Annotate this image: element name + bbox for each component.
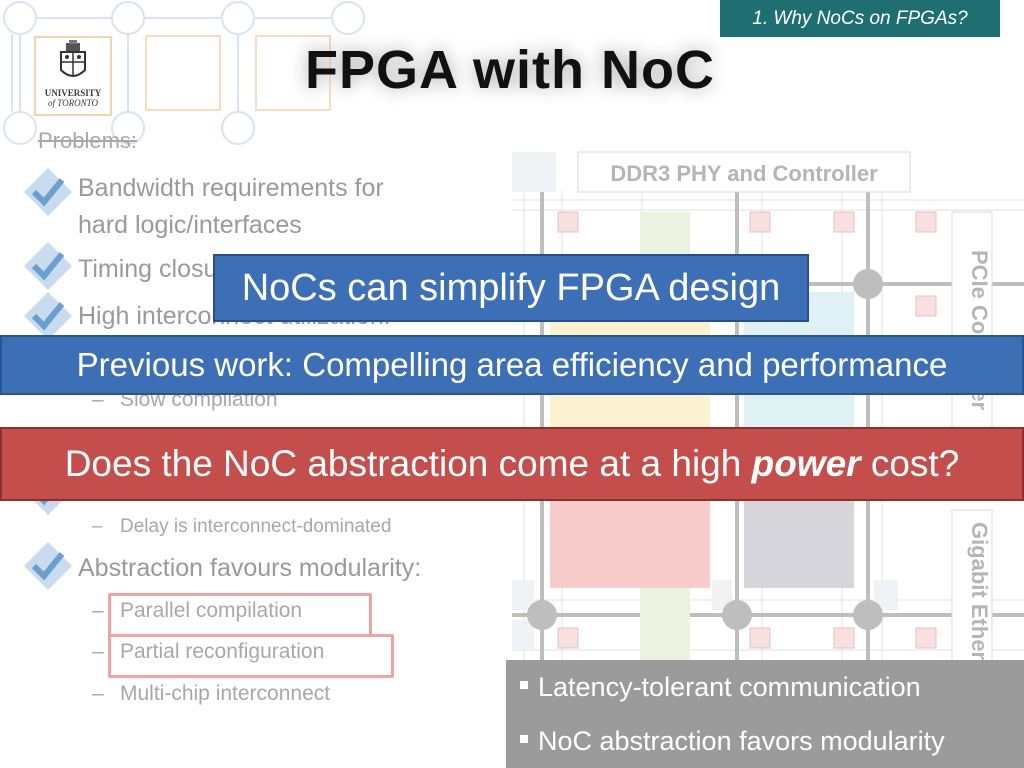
sub-delay: –Delay is interconnect-dominated bbox=[92, 516, 391, 538]
banner-simplify: NoCs can simplify FPGA design bbox=[213, 254, 809, 322]
university-logo: UNIVERSITY of TORONTO bbox=[34, 36, 112, 116]
section-tag: 1. Why NoCs on FPGAs? bbox=[720, 0, 1000, 37]
dash: – bbox=[92, 640, 104, 663]
checkmark-icon bbox=[24, 292, 72, 340]
summary-item-latency-text: Latency-tolerant communication bbox=[538, 672, 921, 702]
ddr-label: DDR3 PHY and Controller bbox=[610, 161, 878, 186]
sub-partial-reconfiguration: –Partial reconfiguration bbox=[92, 640, 324, 664]
bullet-abstraction-modularity: Abstraction favours modularity: bbox=[78, 554, 422, 582]
banner-power-question: Does the NoC abstraction come at a high … bbox=[0, 427, 1024, 501]
sub-partial-text: Partial reconfiguration bbox=[120, 640, 325, 663]
problems-heading: Problems: bbox=[38, 128, 138, 153]
slide-title: FPGA with NoC bbox=[300, 30, 720, 110]
summary-item-modularity: NoC abstraction favors modularity bbox=[520, 726, 945, 757]
checkmark-icon bbox=[24, 168, 72, 216]
logo-line-2: of TORONTO bbox=[48, 98, 98, 108]
dash: – bbox=[92, 599, 104, 622]
sub-multichip: –Multi-chip interconnect bbox=[92, 682, 330, 706]
bullet-square-icon bbox=[520, 680, 528, 689]
bullet-bandwidth-line2: hard logic/interfaces bbox=[78, 211, 302, 239]
logo-line-1: UNIVERSITY bbox=[44, 88, 102, 98]
crest-icon bbox=[60, 40, 86, 77]
sub-delay-text: Delay is interconnect-dominated bbox=[120, 516, 392, 537]
dash: – bbox=[92, 388, 104, 411]
question-emphasis: power bbox=[751, 443, 861, 484]
summary-box: Latency-tolerant communication NoC abstr… bbox=[506, 660, 1024, 768]
highlight-box-partial bbox=[108, 634, 394, 678]
bullet-timing-closure: Timing closure bbox=[78, 255, 240, 283]
question-pre: Does the NoC abstraction come at a high bbox=[64, 443, 752, 484]
sub-multichip-text: Multi-chip interconnect bbox=[120, 682, 331, 705]
checkmark-icon bbox=[24, 242, 72, 290]
bullet-square-icon bbox=[520, 734, 528, 743]
dash: – bbox=[92, 682, 104, 705]
banner-previous-work: Previous work: Compelling area efficienc… bbox=[0, 335, 1024, 395]
summary-item-modularity-text: NoC abstraction favors modularity bbox=[538, 726, 945, 756]
dash: – bbox=[92, 516, 103, 537]
left-column: Problems: Bandwidth requirements for har… bbox=[0, 120, 500, 720]
question-post: cost? bbox=[860, 443, 960, 484]
bullet-bandwidth-line1: Bandwidth requirements for bbox=[78, 174, 384, 202]
checkmark-icon bbox=[24, 542, 72, 590]
router-nodes bbox=[527, 269, 883, 630]
summary-item-latency: Latency-tolerant communication bbox=[520, 672, 921, 703]
highlight-box-parallel bbox=[108, 593, 372, 637]
sub-parallel-compilation: –Parallel compilation bbox=[92, 599, 302, 623]
sub-parallel-text: Parallel compilation bbox=[120, 599, 303, 622]
